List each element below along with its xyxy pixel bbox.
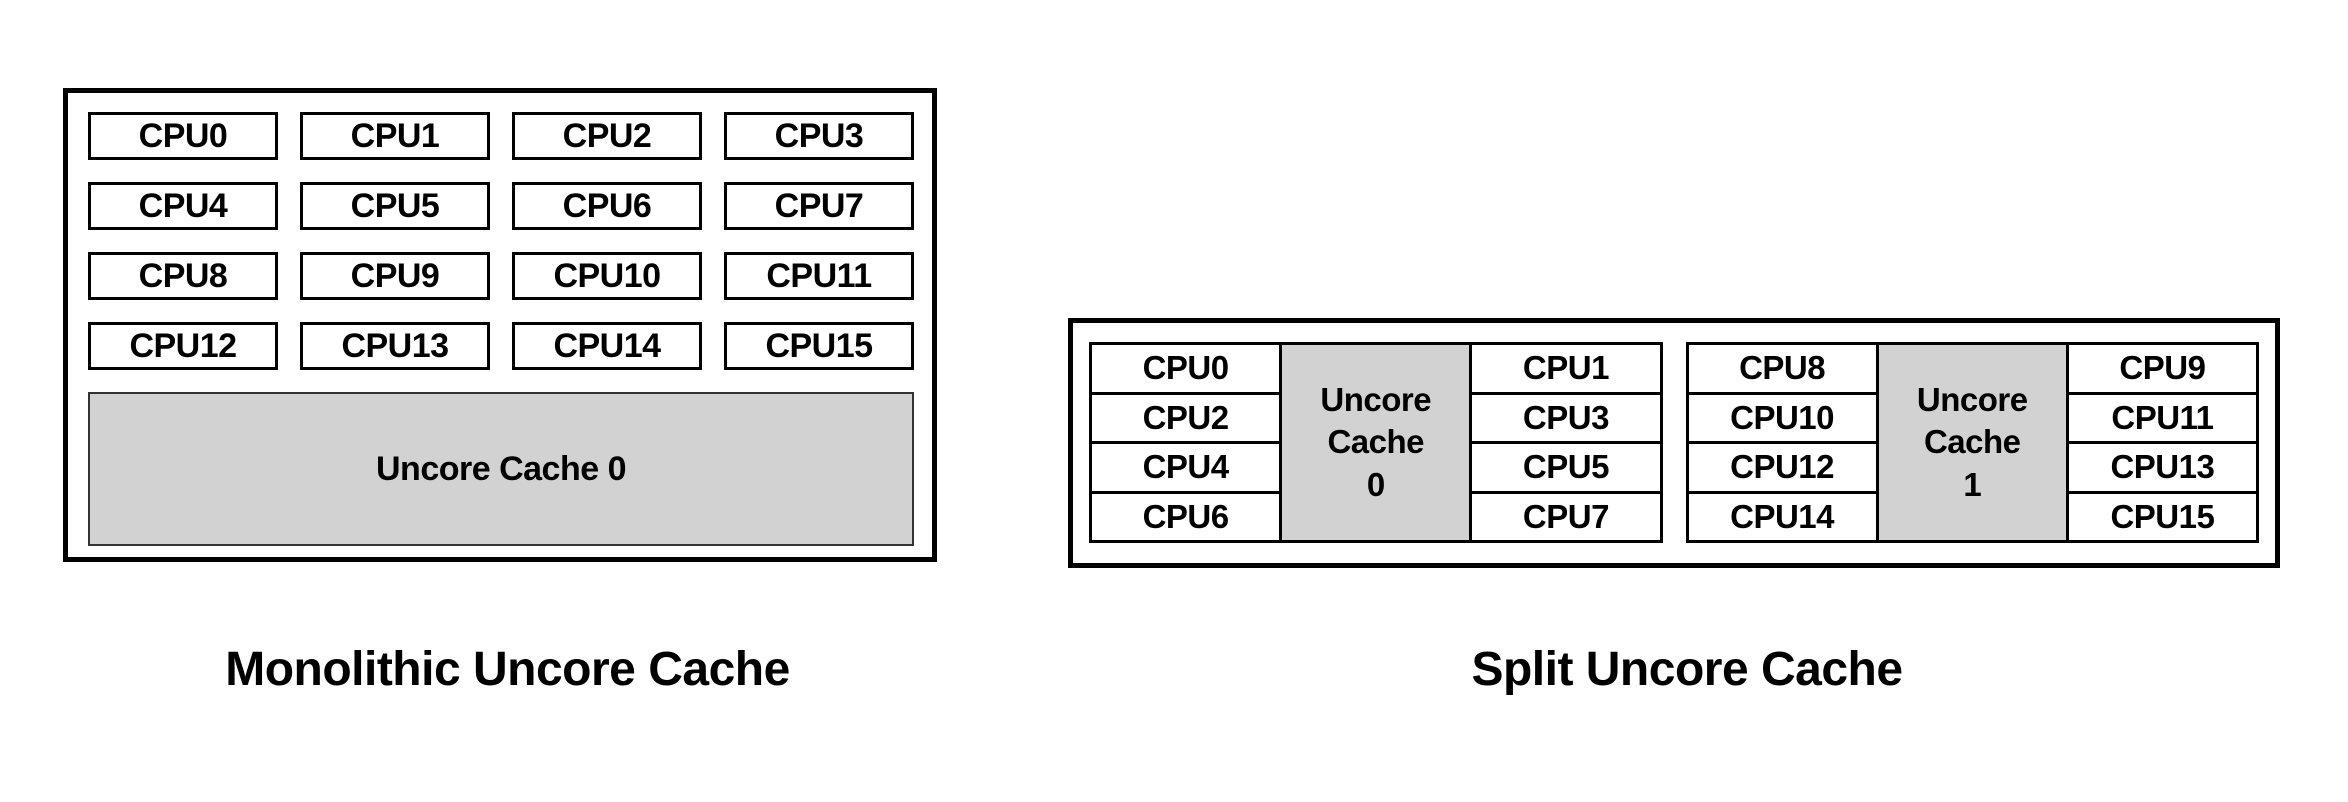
cpu-box-15: CPU15 <box>724 322 914 370</box>
split-group-0: CPU0 CPU2 CPU4 CPU6 Uncore Cache 0 CPU1 … <box>1089 342 1663 543</box>
cpu-cell-2: CPU2 <box>1092 394 1280 441</box>
cpu-cell-14: CPU14 <box>1688 493 1876 540</box>
uncore-cache-label-line: Uncore <box>1320 381 1432 419</box>
uncore-cache-1-cell: Uncore Cache 1 <box>1878 345 2066 540</box>
monolithic-cpu-grid: CPU0 CPU1 CPU2 CPU3 CPU4 CPU5 CPU6 CPU7 … <box>88 112 914 370</box>
cpu-box-0: CPU0 <box>88 112 278 160</box>
cpu-cell-0: CPU0 <box>1092 345 1280 392</box>
cpu-cell-3: CPU3 <box>1472 394 1660 441</box>
cpu-box-12: CPU12 <box>88 322 278 370</box>
cpu-box-3: CPU3 <box>724 112 914 160</box>
cpu-box-1: CPU1 <box>300 112 490 160</box>
uncore-cache-label-line: Uncore <box>1916 381 2028 419</box>
cpu-cell-8: CPU8 <box>1688 345 1876 392</box>
cpu-box-8: CPU8 <box>88 252 278 300</box>
cpu-cell-6: CPU6 <box>1092 493 1280 540</box>
cpu-cell-13: CPU13 <box>2068 444 2256 491</box>
split-group-1: CPU8 CPU10 CPU12 CPU14 Uncore Cache 1 CP… <box>1685 342 2259 543</box>
cpu-box-2: CPU2 <box>512 112 702 160</box>
uncore-cache-0-cell: Uncore Cache 0 <box>1282 345 1470 540</box>
cpu-box-9: CPU9 <box>300 252 490 300</box>
monolithic-diagram: CPU0 CPU1 CPU2 CPU3 CPU4 CPU5 CPU6 CPU7 … <box>63 88 937 562</box>
cpu-cell-4: CPU4 <box>1092 444 1280 491</box>
cpu-box-13: CPU13 <box>300 322 490 370</box>
uncore-cache-label-line: Cache <box>1327 423 1425 461</box>
cpu-box-7: CPU7 <box>724 182 914 230</box>
caption-monolithic: Monolithic Uncore Cache <box>225 643 790 696</box>
cpu-box-6: CPU6 <box>512 182 702 230</box>
uncore-cache-label-line: 0 <box>1366 465 1385 503</box>
uncore-cache-label-line: 1 <box>1963 465 1982 503</box>
cpu-cell-7: CPU7 <box>1472 493 1660 540</box>
cpu-box-5: CPU5 <box>300 182 490 230</box>
cpu-cell-12: CPU12 <box>1688 444 1876 491</box>
cpu-box-10: CPU10 <box>512 252 702 300</box>
split-diagram: CPU0 CPU2 CPU4 CPU6 Uncore Cache 0 CPU1 … <box>1068 318 2280 568</box>
cpu-box-4: CPU4 <box>88 182 278 230</box>
cpu-box-14: CPU14 <box>512 322 702 370</box>
cpu-cell-5: CPU5 <box>1472 444 1660 491</box>
cpu-cell-9: CPU9 <box>2068 345 2256 392</box>
uncore-cache-label-line: Cache <box>1923 423 2021 461</box>
cpu-cell-10: CPU10 <box>1688 394 1876 441</box>
cpu-cell-15: CPU15 <box>2068 493 2256 540</box>
cpu-cell-1: CPU1 <box>1472 345 1660 392</box>
uncore-cache-0-box: Uncore Cache 0 <box>88 392 914 546</box>
caption-split: Split Uncore Cache <box>1471 643 1903 696</box>
cpu-box-11: CPU11 <box>724 252 914 300</box>
cpu-cell-11: CPU11 <box>2068 394 2256 441</box>
